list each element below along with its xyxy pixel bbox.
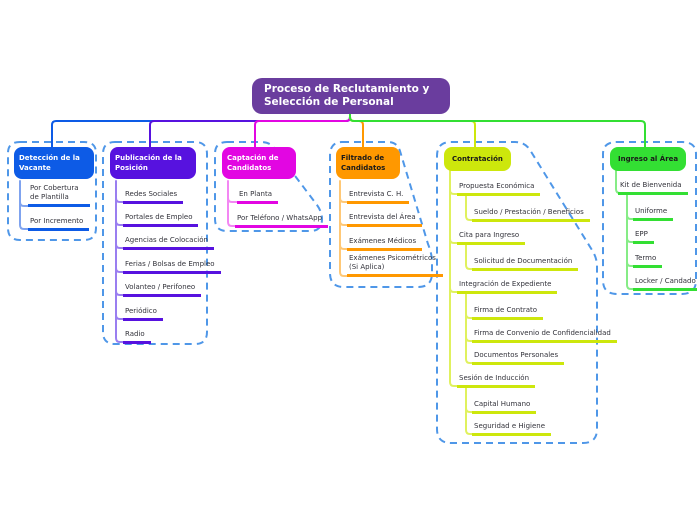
connector-contratacion <box>349 111 476 148</box>
leaf-firma-de-contrato[interactable]: Firma de Contrato <box>472 306 544 320</box>
leaf-por-cobertura-de-plantilla[interactable]: Por Cobertura de Plantilla <box>28 184 90 207</box>
leaf-en-planta[interactable]: En Planta <box>237 190 279 204</box>
leaf-por-incremento[interactable]: Por Incremento <box>28 217 90 231</box>
leaf-epp[interactable]: EPP <box>633 230 654 244</box>
root-node[interactable]: Proceso de Reclutamiento y Selección de … <box>252 78 450 114</box>
connector-captacion <box>254 111 351 148</box>
leaf-capital-humano[interactable]: Capital Humano <box>472 400 537 414</box>
leaf-solicitud-de-documentacion[interactable]: Solicitud de Documentación <box>472 257 579 271</box>
leaf-volanteo-perifoneo[interactable]: Volanteo / Perifoneo <box>123 283 202 297</box>
leaf-portales-de-empleo[interactable]: Portales de Empleo <box>123 213 199 227</box>
leaf-examenes-medicos[interactable]: Exámenes Médicos <box>347 237 423 251</box>
leaf-examenes-psicometricos[interactable]: Exámenes Psicométricos (Si Aplica) <box>347 254 443 277</box>
leaf-periodico[interactable]: Periódico <box>123 307 163 321</box>
branch-filtrado-de-candidatos[interactable]: Filtrado de Candidatos <box>336 147 400 179</box>
branch-deteccion-de-la-vacante[interactable]: Detección de la Vacante <box>14 147 94 179</box>
leaf-entrevista-ch[interactable]: Entrevista C. H. <box>347 190 410 204</box>
connector-filtrado <box>349 111 364 148</box>
leaf-propuesta-economica[interactable]: Propuesta Económica <box>457 182 541 196</box>
leaf-termo[interactable]: Termo <box>633 254 663 268</box>
leaf-uniforme[interactable]: Uniforme <box>633 207 674 221</box>
branch-ingreso-al-area[interactable]: Ingreso al Área <box>610 147 687 171</box>
leaf-locker-candado[interactable]: Locker / Candado <box>633 277 697 291</box>
connector-deteccion <box>51 111 351 148</box>
leaf-agencias-de-colocacion[interactable]: Agencias de Colocación <box>123 236 214 250</box>
leaf-redes-sociales[interactable]: Redes Sociales <box>123 190 184 204</box>
leaf-sesion-de-induccion[interactable]: Sesión de Inducción <box>457 374 536 388</box>
leaf-por-telefono-whatsapp[interactable]: Por Teléfono / WhatsApp <box>235 214 328 228</box>
inner-connector-contratacion <box>449 170 474 435</box>
leaf-entrevista-del-area[interactable]: Entrevista del Área <box>347 213 422 227</box>
branch-contratacion[interactable]: Contratación <box>444 147 511 171</box>
leaf-radio[interactable]: Radio <box>123 330 151 344</box>
leaf-ferias-bolsas-de-empleo[interactable]: Ferias / Bolsas de Empleo <box>123 260 221 274</box>
leaf-seguridad-e-higiene[interactable]: Seguridad e Higiene <box>472 422 552 436</box>
leaf-integracion-de-expediente[interactable]: Integración de Expediente <box>457 280 558 294</box>
branch-publicacion-de-la-posicion[interactable]: Publicación de la Posición <box>110 147 196 179</box>
connector-ingreso <box>349 111 646 148</box>
connector-publicacion <box>149 111 351 148</box>
leaf-sueldo-prestacion-beneficios[interactable]: Sueldo / Prestación / Beneficios <box>472 208 590 222</box>
branch-captacion-de-candidatos[interactable]: Captación de Candidatos <box>222 147 296 179</box>
leaf-documentos-personales[interactable]: Documentos Personales <box>472 351 565 365</box>
leaf-firma-convenio-confidencialidad[interactable]: Firma de Convenio de Confidencialidad <box>472 329 617 343</box>
leaf-kit-de-bienvenida[interactable]: Kit de Bienvenida <box>618 181 688 195</box>
leaf-cita-para-ingreso[interactable]: Cita para Ingreso <box>457 231 526 245</box>
